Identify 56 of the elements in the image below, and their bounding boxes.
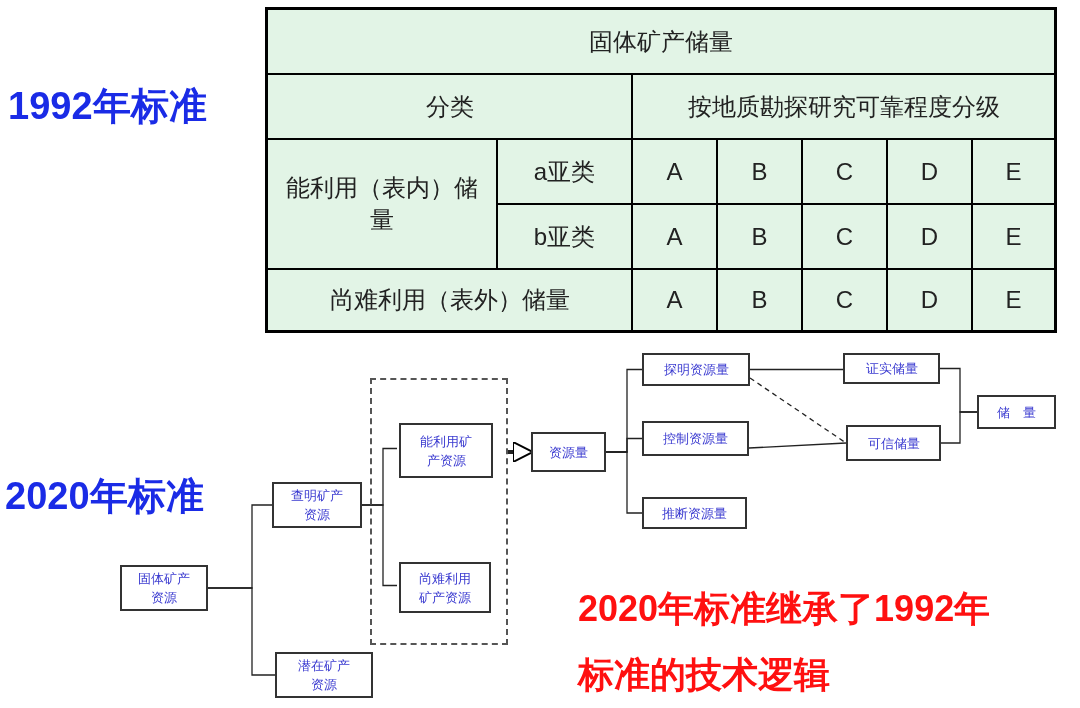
box-label: 查明矿产资源 [290,487,344,524]
box-label: 固体矿产资源 [137,570,191,607]
table-cell: 尚难利用（表外）储量 [267,269,632,331]
connector-line [749,368,844,371]
process-box [399,562,491,613]
process-box [846,425,941,461]
box-label: 证实储量 [865,360,918,378]
table-cell: C [802,139,887,204]
table-cell: B [717,204,802,269]
process-box [275,652,373,698]
process-box [120,565,208,611]
table-cell: b亚类 [497,204,632,269]
table-cell: 分类 [267,74,632,139]
connector-line [207,587,276,676]
table-cell: E [972,139,1055,204]
table-cell: a亚类 [497,139,632,204]
standard-title: 2020年标准 [5,474,204,519]
table-cell: C [802,204,887,269]
connector-line [940,411,978,444]
box-label: 尚难利用矿产资源 [418,569,472,607]
table-cell: 按地质勘探研究可靠程度分级 [632,74,1055,139]
table-cell: B [717,139,802,204]
table-cell: A [632,204,717,269]
process-box [642,353,750,386]
standard-title: 1992年标准 [8,84,207,129]
process-box [977,395,1056,429]
table-cell: C [802,269,887,331]
process-box [531,432,606,472]
process-box [843,353,940,384]
connector-line [361,504,398,587]
table-cell: D [887,204,972,269]
note-text: 2020年标准继承了1992年标准的技术逻辑 [578,587,992,697]
process-box [642,497,747,529]
box-label: 探明资源量 [663,361,729,379]
box-label: 资源量 [549,443,588,462]
table-cell: E [972,204,1055,269]
table-cell: 固体矿产储量 [267,9,1055,74]
connector-line [748,442,847,449]
table-cell: D [887,269,972,331]
table-cell: D [887,139,972,204]
connector-line [605,451,643,514]
process-box [642,421,749,456]
table-cell: B [717,269,802,331]
dashed-group-box [370,378,508,645]
box-label: 能利用矿产资源 [419,432,473,470]
table-cell: A [632,139,717,204]
process-box [272,482,362,528]
box-label: 控制资源量 [663,430,728,448]
box-label: 推断资源量 [662,504,727,523]
box-label: 潜在矿产资源 [297,657,351,694]
process-box [399,423,493,478]
table-cell: E [972,269,1055,331]
box-label: 储 量 [997,403,1036,422]
table-cell: A [632,269,717,331]
table-cell: 能利用（表内）储量 [267,139,497,269]
box-label: 可信储量 [867,434,920,453]
